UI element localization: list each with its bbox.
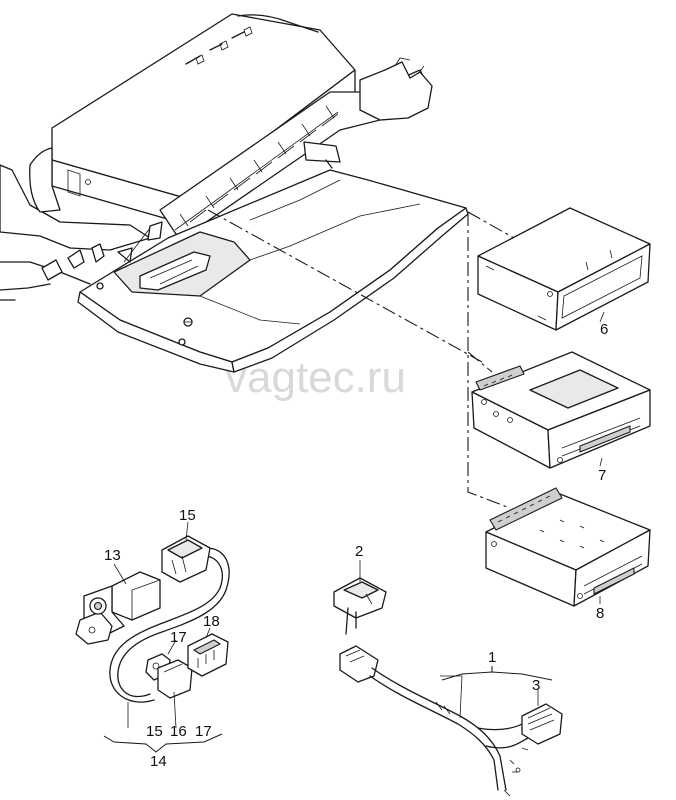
part-1-harness (339, 645, 563, 797)
callout-17-top: 17 (170, 629, 187, 646)
callout-7: 7 (598, 467, 606, 484)
callout-13: 13 (104, 547, 121, 564)
callout-3: 3 (532, 677, 540, 694)
callout-17-bottom: 17 (195, 723, 212, 740)
callout-15-top: 15 (179, 507, 196, 524)
callout-16: 16 (170, 723, 187, 740)
part-6-mounting-frame (477, 207, 651, 331)
glove-box-assembly (0, 13, 469, 373)
callout-15-bottom: 15 (146, 723, 163, 740)
callout-8: 8 (596, 605, 604, 622)
callout-18: 18 (203, 613, 220, 630)
callout-1: 1 (488, 649, 496, 666)
guide-lines (207, 209, 515, 509)
callout-2: 2 (355, 543, 363, 560)
part-8-unit (485, 487, 651, 607)
callout-14: 14 (150, 753, 167, 770)
part-7-unit (471, 351, 651, 469)
parts-13-18-socket-cable (75, 535, 230, 703)
leader-lines (103, 311, 605, 753)
callout-6: 6 (600, 321, 608, 338)
part-2-connector (333, 577, 387, 635)
